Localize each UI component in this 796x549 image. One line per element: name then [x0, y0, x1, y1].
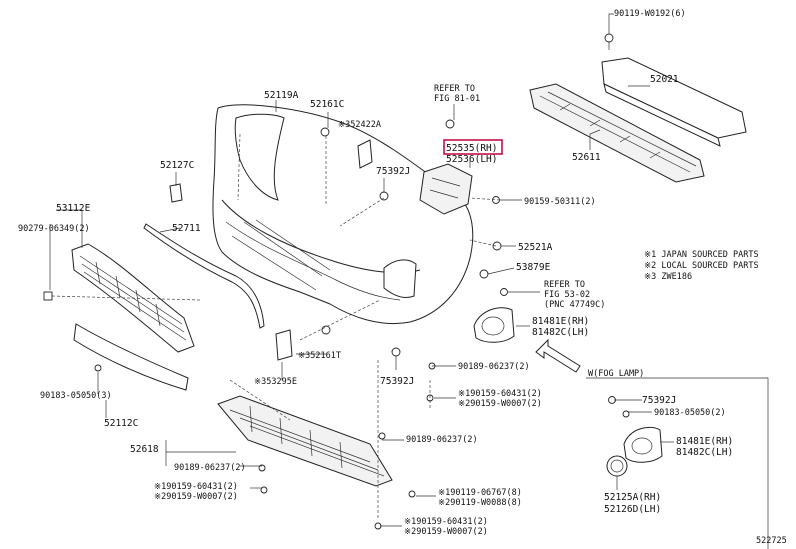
label-81482c-upper[interactable]: 81482C(LH)	[532, 327, 589, 338]
label-52535[interactable]: 52535(RH)	[446, 143, 497, 154]
label-52711[interactable]: 52711	[172, 223, 201, 234]
label-52536[interactable]: 52536(LH)	[446, 154, 497, 165]
label-52161c[interactable]: 52161C	[310, 99, 344, 110]
fog-lamp-cover[interactable]	[473, 307, 515, 343]
label-53879e[interactable]: 53879E	[516, 262, 551, 273]
clip-icon	[445, 119, 455, 129]
label-52126d[interactable]: 52126D(LH)	[604, 504, 661, 515]
label-190159-left[interactable]: ※190159-60431(2)	[154, 482, 238, 492]
clip-icon	[479, 267, 515, 279]
label-52422a[interactable]: ※352422A	[338, 120, 381, 130]
clip-icon	[320, 127, 330, 137]
label-75392j-upper[interactable]: 75392J	[376, 166, 410, 177]
label-290119[interactable]: ※290119-W0088(8)	[438, 498, 522, 508]
refer-note-1a: REFER TO	[434, 84, 475, 94]
label-90189-mid[interactable]: 90189-06237(2)	[406, 435, 478, 445]
label-81481e-upper[interactable]: 81481E(RH)	[532, 316, 589, 327]
screw-icon	[408, 490, 416, 498]
lower-spoiler[interactable]	[73, 323, 189, 391]
label-52161t[interactable]: ※352161T	[298, 351, 341, 361]
label-52127c[interactable]: 52127C	[160, 160, 194, 171]
highlight-box	[443, 139, 503, 155]
screw-icon	[608, 396, 630, 418]
bolt-icon	[604, 33, 614, 50]
label-290159-upper[interactable]: ※290159-W0007(2)	[458, 399, 542, 409]
label-75392j-fog[interactable]: 75392J	[642, 395, 676, 406]
clip-icon	[43, 291, 53, 301]
label-190119[interactable]: ※190119-06767(8)	[438, 488, 522, 498]
label-290159-bottom[interactable]: ※290159-W0007(2)	[404, 527, 488, 537]
retainer-icon	[169, 183, 183, 203]
label-290159-left[interactable]: ※290159-W0007(2)	[154, 492, 238, 502]
retainer-icon	[275, 329, 293, 361]
legend-japan: ※1 JAPAN SOURCED PARTS	[644, 250, 759, 260]
fog-lamp-section-title: W(FOG LAMP)	[588, 369, 644, 379]
bumper-moulding[interactable]	[143, 223, 265, 329]
label-53295e[interactable]: ※353295E	[254, 377, 297, 387]
bumper-side-bracket[interactable]	[419, 163, 473, 215]
label-52021[interactable]: 52021	[650, 74, 679, 85]
bumper-cover[interactable]	[212, 104, 474, 325]
refer-note-1b[interactable]: FIG 81-01	[434, 94, 480, 104]
label-90183-2[interactable]: 90183-05050(2)	[654, 408, 726, 418]
clip-icon	[391, 347, 401, 357]
screw-icon	[260, 486, 268, 494]
nut-icon	[492, 241, 516, 251]
label-81481e-lower[interactable]: 81481E(RH)	[676, 436, 733, 447]
legend-local: ※2 LOCAL SOURCED PARTS	[644, 261, 759, 271]
label-75392j-mid[interactable]: 75392J	[380, 376, 414, 387]
clip-icon	[379, 191, 389, 201]
label-90119[interactable]: 90119-W0192(6)	[614, 9, 686, 19]
label-52618[interactable]: 52618	[130, 444, 159, 455]
screw-icon	[492, 196, 522, 204]
label-90189-left[interactable]: 90189-06237(2)	[174, 463, 246, 473]
label-190159-bottom[interactable]: ※190159-60431(2)	[404, 517, 488, 527]
retainer-icon	[357, 139, 373, 169]
label-81482c-lower[interactable]: 81482C(LH)	[676, 447, 733, 458]
refer-note-2c: (PNC 47749C)	[544, 300, 605, 310]
label-53112e[interactable]: 53112E	[56, 203, 91, 214]
label-90279[interactable]: 90279-06349(2)	[18, 224, 90, 234]
fog-lamp-unit[interactable]	[606, 455, 628, 477]
screw-icon	[94, 364, 102, 372]
label-90159-50311[interactable]: 90159-50311(2)	[524, 197, 596, 207]
fog-lamp-cover-lower[interactable]	[623, 426, 663, 463]
refer-note-2b[interactable]: FIG 53-02	[544, 290, 590, 300]
direction-arrow-icon	[535, 338, 581, 373]
figure-id: 522725	[756, 536, 787, 546]
refer-note-2a: REFER TO	[544, 280, 585, 290]
legend-model: ※3 ZWE186	[644, 272, 692, 282]
under-cover[interactable]	[217, 395, 393, 487]
label-52521a[interactable]: 52521A	[518, 242, 553, 253]
label-52125a[interactable]: 52125A(RH)	[604, 492, 661, 503]
screw-icon	[500, 288, 540, 296]
label-52611[interactable]: 52611	[572, 152, 601, 163]
clip-icon	[321, 325, 331, 335]
label-52112c[interactable]: 52112C	[104, 418, 138, 429]
label-90183-3[interactable]: 90183-05050(3)	[40, 391, 112, 401]
screw-icon	[378, 432, 386, 440]
label-90189-upper[interactable]: 90189-06237(2)	[458, 362, 530, 372]
screw-icon	[258, 464, 266, 472]
bumper-reinforcement[interactable]	[529, 57, 747, 183]
label-52119a[interactable]: 52119A	[264, 90, 299, 101]
label-190159-upper[interactable]: ※190159-60431(2)	[458, 389, 542, 399]
